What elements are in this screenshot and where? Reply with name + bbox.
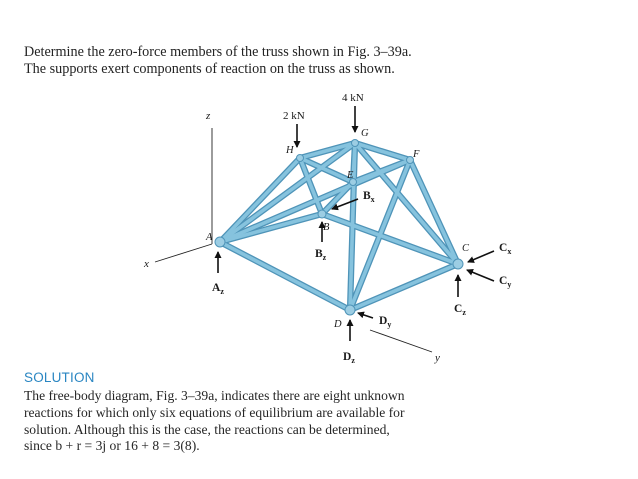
member-cd [348, 262, 460, 312]
member-bc [320, 212, 460, 266]
reaction-arrow-cx [467, 250, 495, 263]
joint-f [406, 156, 414, 164]
load-label-h: 2 kN [283, 110, 305, 122]
solution-line-4: since b + r = 3j or 16 + 8 = 3(8). [24, 438, 200, 454]
reaction-labels: Az Bz Bx Cx Cy Cz Dy Dz [212, 190, 511, 365]
joint-c [452, 258, 464, 270]
solution-heading: SOLUTION [24, 370, 95, 385]
joint-b [317, 209, 327, 219]
z-axis-label: z [205, 110, 211, 122]
label-f: F [412, 149, 420, 160]
x-axis-line [154, 243, 213, 263]
problem-statement: Determine the zero-force members of the … [24, 44, 624, 78]
reaction-label-cx: Cx [499, 242, 511, 256]
solution-text: The free-body diagram, Fig. 3–39a, indic… [24, 388, 624, 455]
joint-a [214, 236, 226, 248]
reaction-label-bz: Bz [315, 248, 327, 262]
reaction-arrow-cy [466, 269, 495, 282]
coordinate-axes [154, 128, 433, 353]
member-hb [298, 156, 324, 216]
member-hg [298, 141, 357, 160]
label-c: C [462, 243, 470, 254]
label-e: E [346, 170, 354, 181]
y-axis-line [369, 329, 433, 353]
label-h: H [285, 145, 295, 156]
label-d: D [333, 319, 342, 330]
problem-line-1: Determine the zero-force members of the … [24, 44, 412, 60]
member-fd [348, 158, 412, 312]
load-label-g: 4 kN [342, 92, 364, 104]
y-axis-label: y [434, 352, 440, 364]
member-fe [351, 158, 412, 184]
member-fc [408, 158, 460, 266]
member-eb [320, 180, 355, 216]
label-a: A [205, 232, 213, 243]
member-gf [353, 141, 412, 162]
solution-line-3: solution. Although this is the case, the… [24, 421, 390, 437]
reaction-label-dy: Dy [379, 315, 391, 329]
member-ab [218, 212, 324, 244]
solution-line-2: reactions for which only six equations o… [24, 404, 405, 420]
reaction-label-az: Az [212, 282, 224, 296]
truss-members [214, 139, 464, 316]
member-gc [353, 141, 460, 266]
member-he [298, 156, 355, 184]
member-ah [218, 156, 302, 244]
joint-e [349, 178, 357, 186]
applied-loads [293, 106, 359, 148]
reaction-label-cz: Cz [454, 303, 466, 317]
joint-h [296, 154, 304, 162]
label-b: B [323, 222, 330, 233]
reaction-arrows [214, 198, 495, 341]
label-g: G [361, 128, 369, 139]
joint-g [351, 139, 359, 147]
reaction-arrow-dy [357, 311, 374, 319]
x-axis-label: x [143, 258, 149, 270]
joint-labels: A B C D E F G H [205, 128, 470, 330]
member-gd [348, 141, 357, 312]
reaction-arrow-bx [331, 198, 359, 211]
joint-d [344, 304, 356, 316]
reaction-label-cy: Cy [499, 275, 511, 289]
problem-line-2: The supports exert components of reactio… [24, 61, 395, 77]
reaction-label-dz: Dz [343, 351, 355, 365]
solution-line-1: The free-body diagram, Fig. 3–39a, indic… [24, 388, 405, 403]
reaction-label-bx: Bx [363, 190, 375, 204]
member-ag [218, 141, 357, 244]
member-ad [218, 240, 352, 312]
